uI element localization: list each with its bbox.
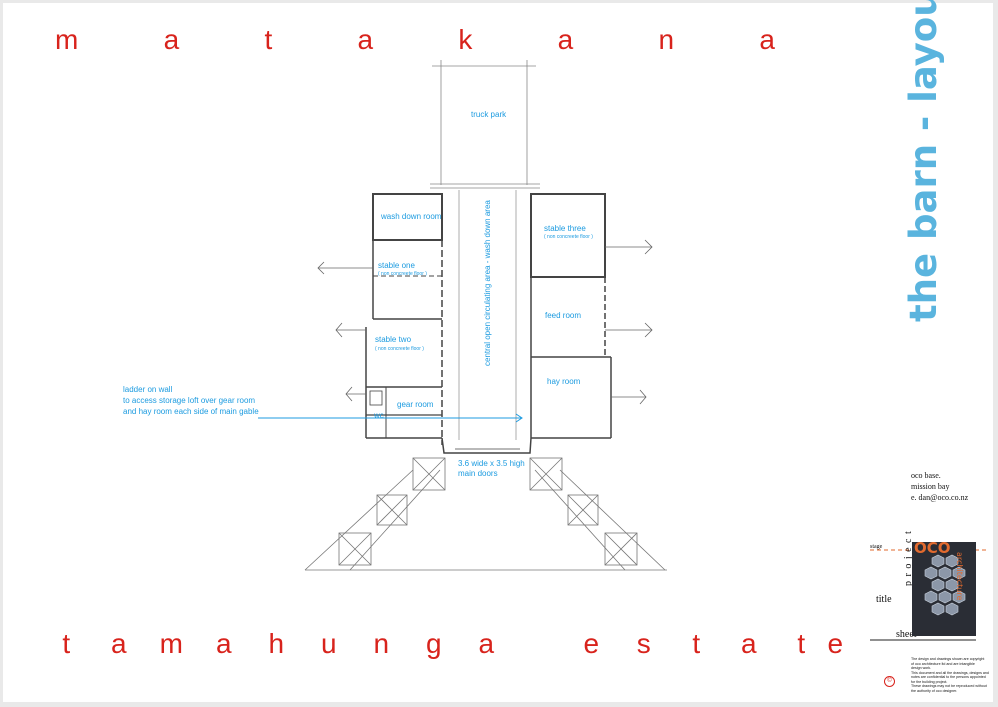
- wc-label: wc: [374, 411, 384, 420]
- project-name-letter: t: [264, 24, 273, 55]
- truck-park-outline: [430, 60, 540, 189]
- entry-ramps: [304, 457, 667, 571]
- ladder-arrow: [258, 413, 523, 423]
- project-name-letter: a: [163, 24, 180, 55]
- estate-name-letter: a: [740, 628, 757, 659]
- logo-text: OCO: [914, 542, 951, 557]
- central-area-outline: [458, 190, 517, 440]
- estate-name-letter: a: [215, 628, 232, 659]
- main-doors-frame: [441, 437, 532, 454]
- copyright-icon: ©: [884, 676, 895, 687]
- estate-name: t a m a h u n g a e s t a t e: [40, 628, 843, 660]
- stable-three-note: ( non concreete floor ): [544, 234, 593, 240]
- copyright-note-line: for the building project.: [911, 679, 948, 684]
- estate-name-letter: h: [268, 628, 285, 659]
- wash-down-room-label: wash down room: [381, 212, 442, 221]
- copyright-note-line: The design and drawings shown are copyri…: [911, 657, 985, 661]
- stable-two-label: stable two: [375, 335, 412, 344]
- dimension-marks: [317, 239, 653, 405]
- right-stable-block: [530, 193, 612, 439]
- central-area-label: central open circulating area - wash dow…: [483, 200, 492, 366]
- stable-one-note: ( non concreete floor ): [378, 271, 427, 277]
- copyright-note-line: notes are confidential to the persons ap…: [911, 675, 986, 679]
- estate-name-letter: t: [797, 628, 806, 659]
- main-doors-label: main doors: [458, 469, 498, 478]
- title-label: title: [876, 594, 892, 605]
- ladder-note-line2: to access storage loft over gear room: [123, 396, 256, 405]
- feed-room-label: feed room: [545, 311, 582, 320]
- project-name-letter: a: [759, 24, 775, 55]
- estate-name-letter: t: [692, 628, 701, 659]
- stable-three-label: stable three: [544, 224, 586, 233]
- copyright-note-line: of oco architecture ltd and are intangib…: [911, 661, 975, 666]
- copyright-note-line: These drawings may not be reproduced wit…: [911, 684, 987, 688]
- address-email: e. dan@oco.co.nz: [911, 493, 969, 502]
- copyright-note-line: This document and all the drawings, desi…: [911, 670, 989, 675]
- copyright-note-line: the authority of oco designer.: [911, 688, 958, 693]
- sheet-label: sheet: [896, 629, 917, 640]
- drawing-sheet: [3, 3, 993, 702]
- stable-one-label: stable one: [378, 261, 415, 270]
- hay-room-label: hay room: [547, 377, 581, 386]
- estate-name-letter: g: [425, 628, 442, 659]
- project-name-letter: m: [55, 24, 79, 55]
- ladder-note-line3: and hay room each side of main gable: [123, 407, 259, 416]
- address-line2: mission bay: [911, 482, 950, 491]
- estate-name-letter: s: [636, 628, 651, 659]
- estate-name-letter: e: [583, 628, 600, 659]
- stage-label: stage: [870, 544, 883, 550]
- project-name-letter: a: [557, 24, 574, 55]
- logo-subtext: architecture: [955, 552, 964, 601]
- copyright-note: The design and drawings shown are copyri…: [911, 657, 989, 693]
- truck-park-label: truck park: [471, 110, 507, 119]
- estate-name-letter: n: [373, 628, 390, 659]
- copyright-note-line: design work.: [911, 666, 932, 670]
- estate-name-letter: u: [320, 628, 337, 659]
- project-name-letter: a: [357, 24, 374, 55]
- main-doors-size-label: 3.6 wide x 3.5 high: [458, 459, 525, 468]
- estate-name-letter: a: [110, 628, 127, 659]
- oco-logo: OCO architecture: [912, 542, 976, 636]
- estate-name-letter: a: [478, 628, 495, 659]
- estate-name-letter: t: [62, 628, 71, 659]
- address-line1: oco base.: [911, 471, 941, 480]
- project-name-letter: n: [658, 24, 675, 55]
- gear-room-label: gear room: [397, 400, 434, 409]
- estate-name-letter: m: [159, 628, 183, 659]
- project-name-letter: k: [458, 24, 473, 55]
- left-stable-block: [365, 193, 443, 445]
- stable-two-note: ( non concreete floor ): [375, 346, 424, 352]
- ladder-note-line1: ladder on wall: [123, 385, 173, 394]
- project-name: m a t a k a n a: [55, 24, 775, 56]
- hexagon-pattern-icon: [924, 554, 966, 616]
